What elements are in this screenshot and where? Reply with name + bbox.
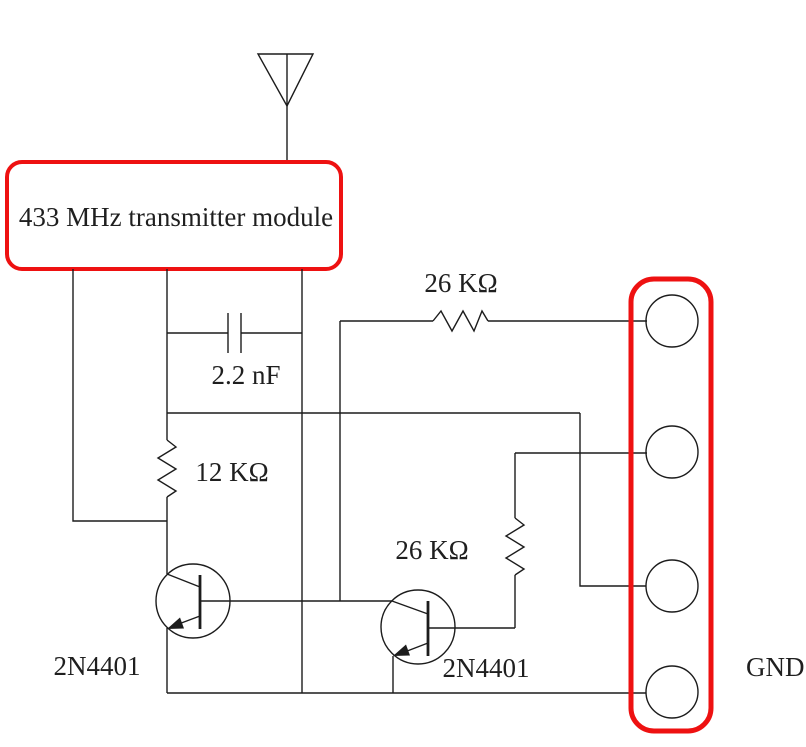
resistor-r2-icon (156, 439, 178, 498)
transistor-q1-icon (155, 563, 231, 639)
resistor-r1-label: 26 KΩ (424, 268, 497, 298)
capacitor-c1-icon (227, 313, 242, 353)
transistor-q2-collector (391, 600, 429, 615)
transistor-q2-label: 2N4401 (443, 653, 530, 683)
transistor-q1-emitter-arrow (167, 617, 184, 629)
connector-box (628, 276, 714, 734)
resistor-r2-label: 12 KΩ (195, 457, 268, 487)
wire-bus-to-pin3 (579, 413, 646, 587)
resistor-r1-icon (432, 309, 489, 333)
transistor-q2-body (380, 589, 456, 665)
transmitter-module-box (5, 160, 343, 271)
transistor-q1-body (155, 563, 231, 639)
connector-pin-1 (645, 294, 699, 348)
resistor-r3-icon (504, 517, 526, 576)
connector-pin-4 (645, 665, 699, 719)
capacitor-c1-label: 2.2 nF (211, 360, 280, 390)
antenna-triangle (256, 53, 315, 108)
transistor-q1-collector (166, 573, 201, 588)
connector-pin-2 (645, 425, 699, 479)
transistor-q2-emitter-arrow (393, 644, 410, 656)
gnd-label: GND (746, 652, 805, 682)
resistor-r3-label: 26 KΩ (395, 535, 468, 565)
transistor-q2-icon (380, 589, 456, 665)
transistor-q1-label: 2N4401 (54, 651, 141, 681)
antenna-icon (256, 53, 315, 162)
transmitter-module-label: 433 MHz transmitter module (19, 202, 333, 232)
connector-pin-3 (645, 559, 699, 613)
wire-module-left-branch (72, 269, 167, 522)
